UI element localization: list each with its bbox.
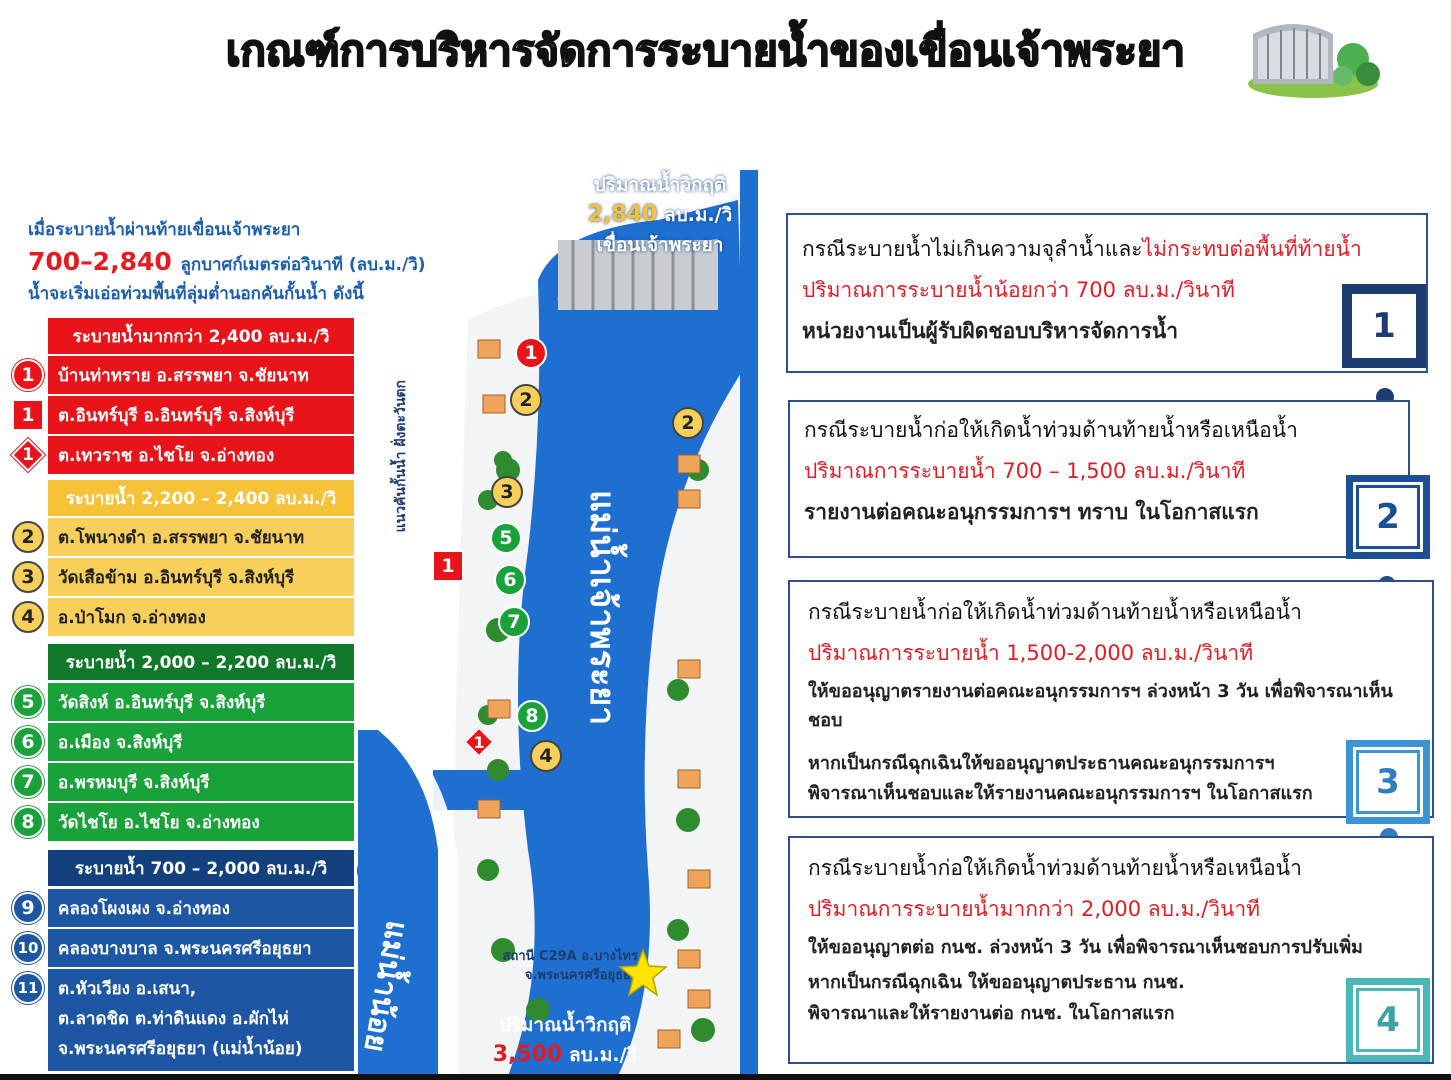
map-marker-1c: 1: [463, 726, 495, 758]
dam-icon: [1248, 24, 1380, 98]
marker-y3: 4: [12, 601, 44, 633]
case3-title: กรณีระบายน้ำก่อให้เกิดน้ำท่วมด้านท้ายน้ำ…: [808, 600, 1302, 624]
marker-b2: 10: [12, 932, 44, 964]
row-y1: ต.โพนางดำ อ.สรรพยา จ.ชัยนาท: [48, 518, 354, 556]
map-marker-1a: 1: [515, 337, 547, 369]
intro-block: เมื่อระบายน้ำผ่านท้ายเขื่อนเจ้าพระยา 700…: [28, 216, 508, 307]
case3-line2: หากเป็นกรณีฉุกเฉินให้ขออนุญาตประธานคณะอน…: [808, 752, 1275, 774]
marker-r2: 1: [12, 399, 44, 431]
case2-number: 2: [1346, 475, 1430, 559]
band-blue: ระบายน้ำ 700 – 2,000 ลบ.ม./วิ: [48, 850, 354, 886]
marker-y1: 2: [12, 521, 44, 553]
marker-y2: 3: [12, 561, 44, 593]
case1-number: 1: [1342, 284, 1426, 368]
star-icon: [618, 948, 668, 997]
case3-line1: ให้ขออนุญาตรายงานต่อคณะอนุกรรมการฯ ล่วงห…: [808, 681, 1393, 731]
marker-g2: 6: [12, 726, 44, 758]
map-marker-4: 4: [530, 740, 562, 772]
row-b3: ต.หัวเวียง อ.เสนา, ต.ลาดชิด ต.ท่าดินแดง …: [48, 969, 354, 1071]
map-marker-2a: 2: [510, 384, 542, 416]
band-green: ระบายน้ำ 2,000 – 2,200 ลบ.ม./วิ: [48, 644, 354, 680]
case4-number: 4: [1346, 978, 1430, 1062]
row-r3: ต.เทวราช อ.ไชโย จ.อ่างทอง: [48, 436, 354, 474]
station-label: สถานี C29A อ.บางไทร จ.พระนครศรีอยุธยา: [502, 949, 638, 983]
case4-line2: หากเป็นกรณีฉุกเฉิน ให้ขออนุญาตประธาน กนช…: [808, 971, 1185, 993]
intro-line3: น้ำจะเริ่มเอ่อท่วมพื้นที่ลุ่มต่ำนอกคันกั…: [28, 284, 364, 304]
intro-range: 700–2,840 ลูกบาศก์เมตรต่อวินาที (ลบ.ม./ว…: [28, 247, 426, 276]
critical-bottom: ปริมาณน้ำวิกฤติ 3,500 ลบ.ม./วิ: [492, 1014, 638, 1067]
row-r2: ต.อินทร์บุรี อ.อินทร์บุรี จ.สิงห์บุรี: [48, 396, 354, 434]
river-map: [358, 170, 758, 1076]
map-marker-5: 5: [490, 522, 522, 554]
row-b1: คลองโผงเผง จ.อ่างทอง: [48, 889, 354, 927]
row-y3: อ.ป่าโมก จ.อ่างทอง: [48, 598, 354, 636]
row-b2: คลองบางบาล จ.พระนครศรีอยุธยา: [48, 929, 354, 967]
case4-line3: พิจารณาและให้รายงานต่อ กนช. ในโอกาสแรก: [808, 1002, 1175, 1024]
case4-title: กรณีระบายน้ำก่อให้เกิดน้ำท่วมด้านท้ายน้ำ…: [808, 856, 1302, 880]
case1-rate: ปริมาณการระบายน้ำน้อยกว่า 700 ลบ.ม./วินา…: [802, 278, 1235, 302]
row-g4: วัดไชโย อ.ไชโย จ.อ่างทอง: [48, 803, 354, 841]
case3-line3: พิจารณาเห็นชอบและให้รายงานคณะอนุกรรมการฯ…: [808, 783, 1313, 805]
case-box-1: กรณีระบายน้ำไม่เกินความจุลำน้ำและไม่กระท…: [786, 213, 1428, 373]
map-marker-3: 3: [491, 476, 523, 508]
row-r1: บ้านท่าทราย อ.สรรพยา จ.ชัยนาท: [48, 356, 354, 394]
case1-title: กรณีระบายน้ำไม่เกินความจุลำน้ำและไม่กระท…: [802, 237, 1362, 261]
map-marker-8: 8: [516, 700, 548, 732]
case2-rate: ปริมาณการระบายน้ำ 700 – 1,500 ลบ.ม./วินา…: [804, 459, 1246, 483]
case-box-4: กรณีระบายน้ำก่อให้เกิดน้ำท่วมด้านท้ายน้ำ…: [788, 836, 1434, 1064]
map-marker-1b: 1: [432, 550, 464, 582]
row-g3: อ.พรหมบุรี จ.สิงห์บุรี: [48, 763, 354, 801]
case2-action: รายงานต่อคณะอนุกรรมการฯ ทราบ ในโอกาสแรก: [804, 500, 1259, 524]
embankment-label: แนวคันกั้นน้ำ ฝั่งตะวันตก: [393, 380, 409, 533]
band-red: ระบายน้ำมากกว่า 2,400 ลบ.ม./วิ: [48, 318, 354, 354]
case2-title: กรณีระบายน้ำก่อให้เกิดน้ำท่วมด้านท้ายน้ำ…: [804, 418, 1298, 442]
case1-action: หน่วยงานเป็นผู้รับผิดชอบบริหารจัดการน้ำ: [802, 319, 1179, 343]
marker-b1: 9: [12, 892, 44, 924]
case4-rate: ปริมาณการระบายน้ำมากกว่า 2,000 ลบ.ม./วิน…: [808, 897, 1261, 921]
row-g1: วัดสิงห์ อ.อินทร์บุรี จ.สิงห์บุรี: [48, 683, 354, 721]
case3-number: 3: [1346, 740, 1430, 824]
case-box-3: กรณีระบายน้ำก่อให้เกิดน้ำท่วมด้านท้ายน้ำ…: [788, 580, 1434, 818]
case4-line1: ให้ขออนุญาตต่อ กนช. ล่วงหน้า 3 วัน เพื่อ…: [808, 937, 1363, 958]
marker-r1: 1: [12, 359, 44, 391]
marker-g4: 8: [12, 806, 44, 838]
map-marker-6: 6: [494, 564, 526, 596]
critical-top: ปริมาณน้ำวิกฤติ 2,840 ลบ.ม./วิ เขื่อนเจ้…: [587, 174, 733, 256]
river-main-label: แม่น้ำเจ้าพระยา: [582, 490, 622, 726]
marker-b3: 11: [12, 972, 44, 1004]
row-y2: วัดเสือข้าม อ.อินทร์บุรี จ.สิงห์บุรี: [48, 558, 354, 596]
row-g2: อ.เมือง จ.สิงห์บุรี: [48, 723, 354, 761]
case3-rate: ปริมาณการระบายน้ำ 1,500-2,000 ลบ.ม./วินา…: [808, 641, 1254, 665]
intro-line1: เมื่อระบายน้ำผ่านท้ายเขื่อนเจ้าพระยา: [28, 220, 301, 240]
case-box-2: กรณีระบายน้ำก่อให้เกิดน้ำท่วมด้านท้ายน้ำ…: [788, 400, 1410, 558]
map-marker-2b: 2: [672, 407, 704, 439]
marker-g1: 5: [12, 686, 44, 718]
marker-r3: 1: [11, 438, 45, 472]
marker-g3: 7: [12, 766, 44, 798]
bottom-border: [0, 1074, 1451, 1080]
page-title: เกณฑ์การบริหารจัดการระบายน้ำของเขื่อนเจ้…: [225, 25, 1186, 76]
band-yellow: ระบายน้ำ 2,200 – 2,400 ลบ.ม./วิ: [48, 480, 354, 516]
map-marker-7: 7: [498, 606, 530, 638]
